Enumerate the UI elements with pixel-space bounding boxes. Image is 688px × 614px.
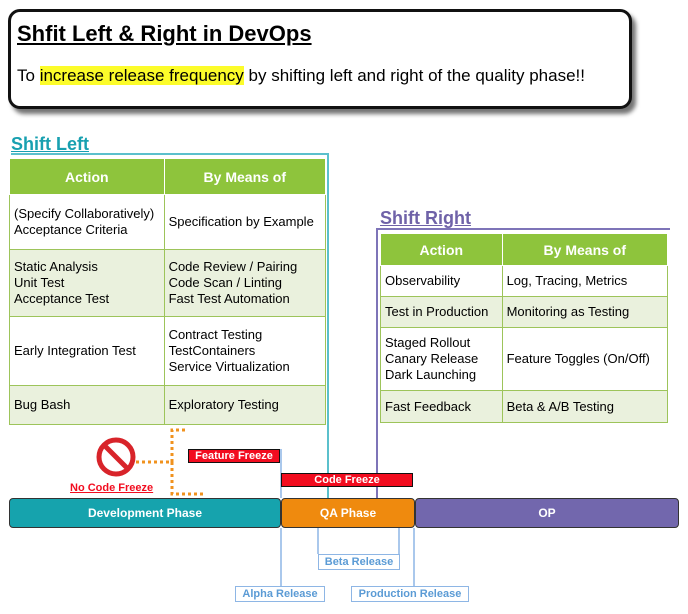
cell-line: Fast Feedback <box>385 398 471 414</box>
means-cell: Feature Toggles (On/Off) <box>501 327 669 391</box>
subtitle-prefix: To <box>17 66 40 85</box>
subtitle-highlight: increase release frequency <box>39 66 244 85</box>
cell-line: Early Integration Test <box>14 343 136 358</box>
cell-line: Feature Toggles (On/Off) <box>506 351 650 366</box>
qa-phase: QA Phase <box>281 498 415 528</box>
action-cell: Test in Production <box>380 296 503 328</box>
shift-right-bracket-top <box>376 228 670 230</box>
feature-freeze-label: Feature Freeze <box>188 449 280 463</box>
cell-line: Fast Test Automation <box>168 291 290 306</box>
cell-line: Acceptance Criteria <box>14 222 128 237</box>
table-row: Fast Feedback Beta & A/B Testing <box>380 390 669 423</box>
cell-line: Specification by Example <box>168 214 314 229</box>
table-row: Test in Production Monitoring as Testing <box>380 296 669 328</box>
action-cell: Early Integration Test <box>9 316 165 386</box>
code-freeze-label: Code Freeze <box>281 473 413 487</box>
shift-left-title: Shift Left <box>11 134 89 154</box>
header-box: Shfit Left & Right in DevOps To increase… <box>8 9 632 109</box>
cell-line: Dark Launching <box>385 367 477 382</box>
action-cell: Bug Bash <box>9 385 165 425</box>
cell-line: Exploratory Testing <box>168 397 279 412</box>
no-entry-icon <box>96 437 136 477</box>
table-header-action: Action <box>380 233 503 266</box>
beta-release-label: Beta Release <box>318 554 400 570</box>
cell-line: TestContainers <box>168 343 256 358</box>
means-cell: Specification by Example <box>163 194 327 250</box>
cell-line: (Specify Collaboratively) <box>14 206 155 221</box>
shift-left-bracket-side <box>327 153 329 498</box>
table-header-action: Action <box>9 158 165 195</box>
no-code-freeze-label: No Code Freeze <box>70 482 154 494</box>
cell-line: Static Analysis <box>14 259 98 274</box>
cell-line: Staged Rollout <box>385 335 471 350</box>
shift-left-table: Action By Means of (Specify Collaborativ… <box>9 158 327 425</box>
cell-line: Monitoring as Testing <box>506 304 630 319</box>
means-cell: Beta & A/B Testing <box>501 390 669 423</box>
table-row: (Specify Collaboratively)Acceptance Crit… <box>9 194 327 250</box>
table-header-means: By Means of <box>501 233 669 266</box>
alpha-release-label: Alpha Release <box>235 586 325 602</box>
op-phase: OP <box>415 498 679 528</box>
subtitle-suffix: by shifting left and right of the qualit… <box>243 66 585 85</box>
means-cell: Log, Tracing, Metrics <box>501 265 669 297</box>
cell-line: Contract Testing <box>168 327 263 342</box>
cell-line: Beta & A/B Testing <box>506 398 615 414</box>
means-cell: Monitoring as Testing <box>501 296 669 328</box>
cell-line: Test in Production <box>385 304 489 319</box>
development-phase: Development Phase <box>9 498 281 528</box>
cell-line: Log, Tracing, Metrics <box>506 273 628 288</box>
cell-line: Code Review / Pairing <box>168 259 298 274</box>
action-cell: Observability <box>380 265 503 297</box>
cell-line: Code Scan / Linting <box>168 275 283 290</box>
cell-line: Canary Release <box>385 351 479 366</box>
page-title: Shfit Left & Right in DevOps <box>17 21 312 46</box>
means-cell: Exploratory Testing <box>163 385 327 425</box>
action-cell: Fast Feedback <box>380 390 503 423</box>
shift-right-table: Action By Means of Observability Log, Tr… <box>380 233 669 423</box>
shift-right-bracket-side <box>376 228 378 498</box>
dotted-line-upper <box>136 428 186 464</box>
cell-line: Service Virtualization <box>168 359 290 374</box>
action-cell: (Specify Collaboratively)Acceptance Crit… <box>9 194 165 250</box>
page-subtitle: To increase release frequency by shiftin… <box>17 66 585 86</box>
table-row: Observability Log, Tracing, Metrics <box>380 265 669 297</box>
table-row: Bug Bash Exploratory Testing <box>9 385 327 425</box>
table-header-means: By Means of <box>163 158 327 195</box>
shift-right-title: Shift Right <box>380 208 471 228</box>
production-release-label: Production Release <box>351 586 469 602</box>
cell-line: Acceptance Test <box>14 291 110 306</box>
cell-line: Unit Test <box>14 275 65 290</box>
shift-left-bracket-top <box>11 153 329 155</box>
cell-line: Bug Bash <box>14 397 71 412</box>
cell-line: Observability <box>385 273 461 288</box>
